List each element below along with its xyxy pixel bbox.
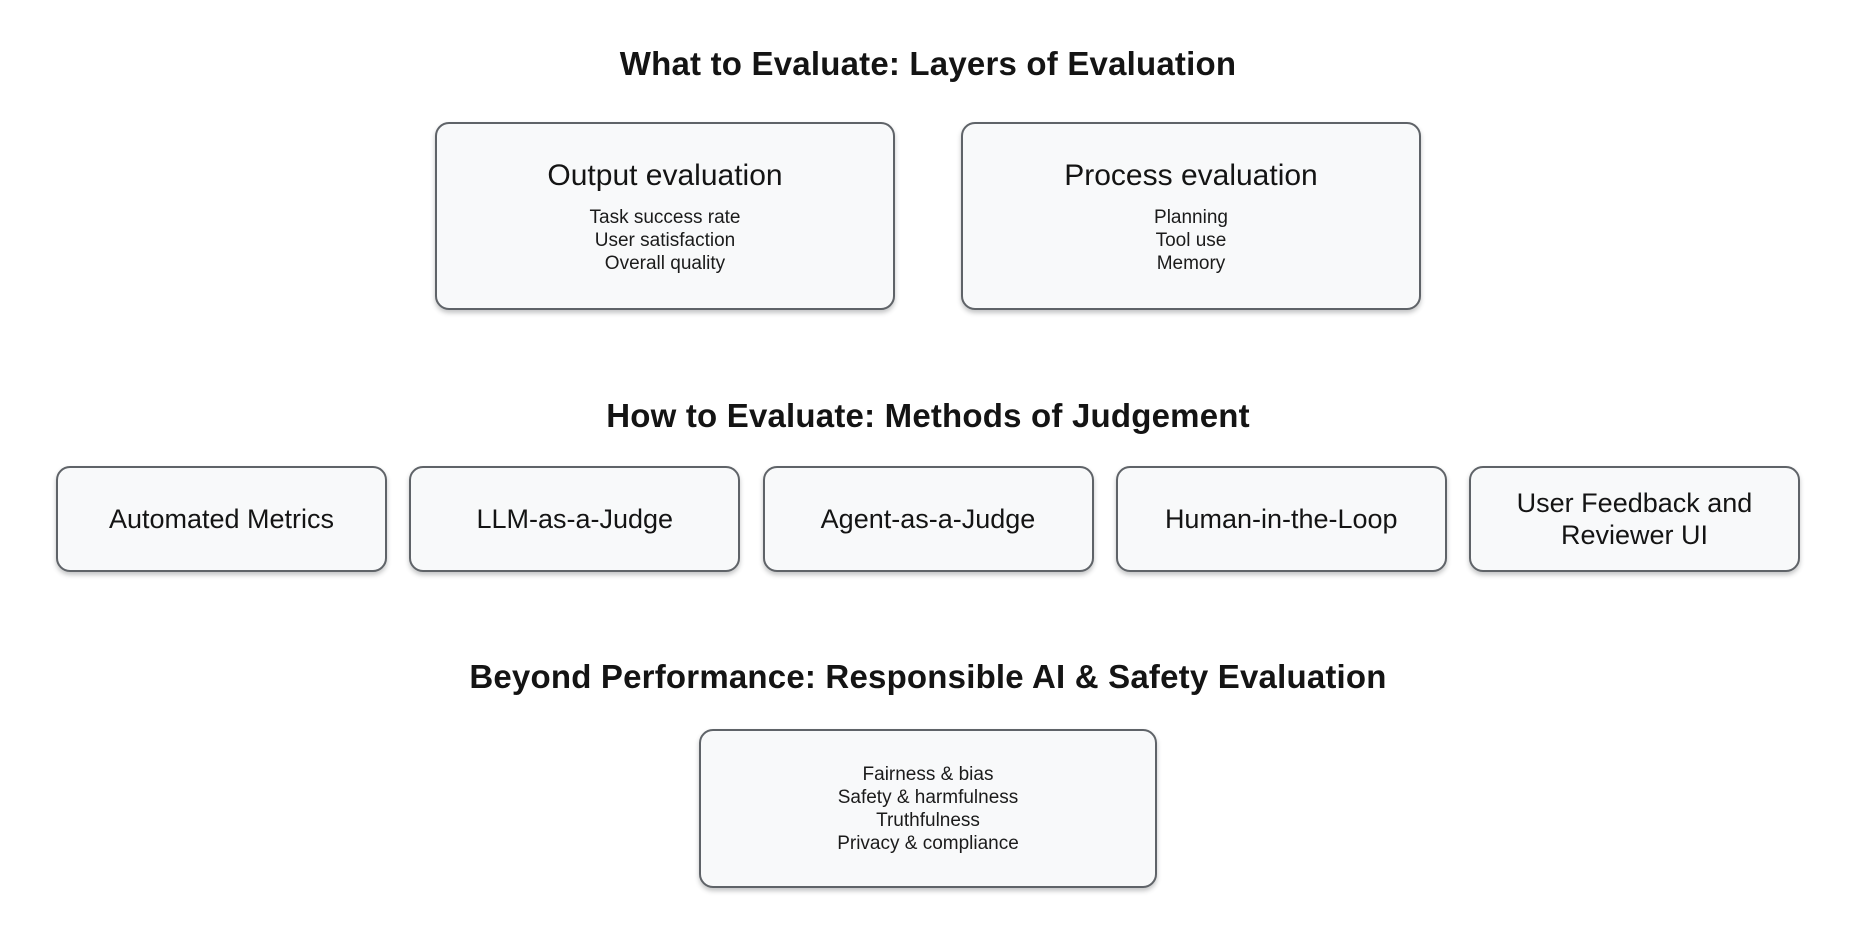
method-label: User Feedback and Reviewer UI: [1516, 488, 1753, 550]
card-line: Privacy & compliance: [837, 832, 1019, 854]
output-evaluation-card: Output evaluation Task success rate User…: [435, 122, 895, 310]
card-line: Task success rate: [589, 206, 741, 228]
card-line: Overall quality: [604, 252, 726, 274]
responsible-ai-safety-card: Fairness & bias Safety & harmfulness Tru…: [699, 729, 1157, 888]
card-heading: Process evaluation: [1064, 158, 1318, 192]
llm-as-a-judge-card: LLM-as-a-Judge: [409, 466, 741, 572]
card-line: Planning: [1154, 206, 1228, 228]
section-title-how-to-evaluate: How to Evaluate: Methods of Judgement: [606, 397, 1250, 434]
method-label: Automated Metrics: [108, 504, 335, 534]
card-line: User satisfaction: [594, 229, 736, 251]
section-title-what-to-evaluate: What to Evaluate: Layers of Evaluation: [619, 45, 1237, 82]
layers-row: Output evaluation Task success rate User…: [0, 122, 1856, 310]
card-line: Fairness & bias: [862, 763, 994, 785]
method-label: Human-in-the-Loop: [1164, 504, 1398, 534]
human-in-the-loop-card: Human-in-the-Loop: [1115, 466, 1447, 572]
card-line: Safety & harmfulness: [837, 786, 1019, 808]
method-label: Agent-as-a-Judge: [820, 504, 1036, 534]
card-line: Tool use: [1155, 229, 1227, 251]
process-evaluation-card: Process evaluation Planning Tool use Mem…: [961, 122, 1421, 310]
card-line: Truthfulness: [876, 809, 980, 831]
card-line: Memory: [1156, 252, 1226, 274]
user-feedback-reviewer-ui-card: User Feedback and Reviewer UI: [1469, 466, 1800, 572]
methods-row: Automated Metrics LLM-as-a-Judge Agent-a…: [0, 466, 1856, 572]
agent-as-a-judge-card: Agent-as-a-Judge: [762, 466, 1094, 572]
automated-metrics-card: Automated Metrics: [56, 466, 387, 572]
safety-row: Fairness & bias Safety & harmfulness Tru…: [0, 729, 1856, 888]
method-label: LLM-as-a-Judge: [476, 504, 674, 534]
section-title-beyond-performance: Beyond Performance: Responsible AI & Saf…: [469, 658, 1387, 695]
card-heading: Output evaluation: [547, 158, 783, 192]
